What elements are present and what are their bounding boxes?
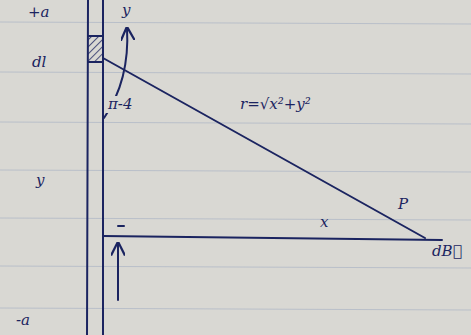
diagram-label: x <box>318 214 330 231</box>
diagram-label: r=√x²+y² <box>238 96 313 113</box>
wire-edge <box>87 0 88 335</box>
diagram-label: P <box>396 196 410 213</box>
radius-line <box>103 58 425 238</box>
tick <box>118 225 124 227</box>
diagram-label: π-4 <box>106 96 134 113</box>
ruled-lines <box>0 22 471 310</box>
diagram-label: dB⃗ <box>430 243 464 260</box>
distance-line <box>103 236 442 240</box>
diagram-label: -a <box>14 312 32 329</box>
diagram-label: y <box>34 172 46 189</box>
diagram-label: y <box>120 2 132 19</box>
diagram-label: +a <box>26 4 52 21</box>
current-arrow <box>117 243 119 300</box>
element-boundary <box>88 61 103 63</box>
diagram-label: dl <box>30 54 48 71</box>
element-boundary <box>88 35 103 37</box>
current-element <box>88 36 103 62</box>
